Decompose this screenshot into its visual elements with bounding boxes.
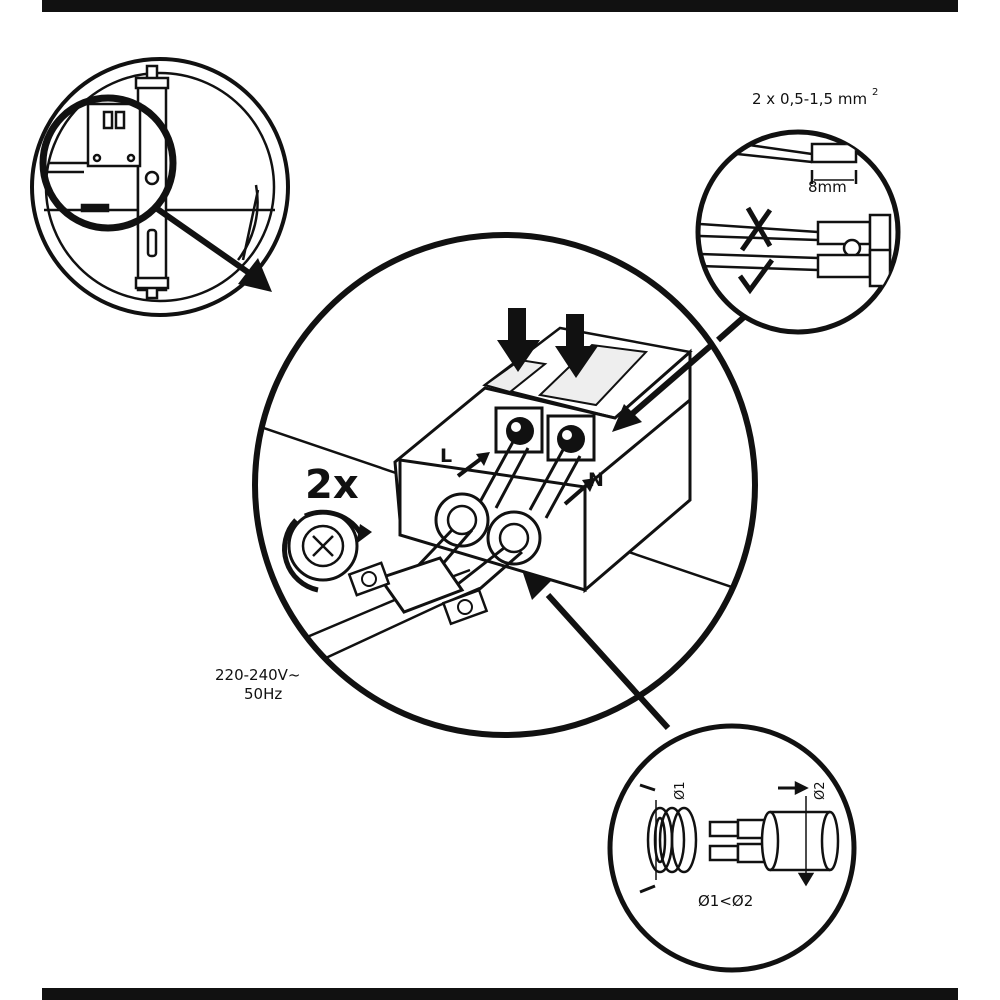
- top-frame-bar: [42, 0, 958, 12]
- fixture-overview-inset: [30, 57, 290, 317]
- grommet-sizing-inset: Ø1 Ø2 Ø1<Ø2: [607, 723, 857, 973]
- push-down-arrow-right: [555, 314, 598, 378]
- grommet-detail-pointer: [545, 592, 671, 731]
- terminal-block-main-view: 2x L N: [252, 232, 758, 738]
- zoom-pointer-arrow: [154, 205, 264, 285]
- bottom-frame-bar: [42, 988, 958, 1000]
- wire-spec-superscript: 2: [872, 87, 878, 98]
- neutral-terminal-label: N: [588, 469, 604, 491]
- magnifier-circle: [39, 94, 177, 232]
- zoom-arrow-head: [238, 258, 272, 292]
- diameter1-label: Ø1: [673, 781, 688, 800]
- frequency-label: 50Hz: [244, 685, 282, 703]
- live-terminal-label: L: [440, 445, 452, 467]
- diameter-rule-label: Ø1<Ø2: [698, 892, 753, 910]
- diameter2-label: Ø2: [813, 781, 828, 800]
- twice-label: 2x: [305, 462, 359, 508]
- wire-stripping-inset: 8mm: [695, 129, 901, 335]
- push-down-arrow-left: [497, 308, 540, 372]
- wire-spec-label: 2 x 0,5-1,5 mm: [752, 90, 867, 108]
- voltage-label: 220-240V~: [215, 666, 301, 684]
- strip-length-label: 8mm: [808, 178, 847, 196]
